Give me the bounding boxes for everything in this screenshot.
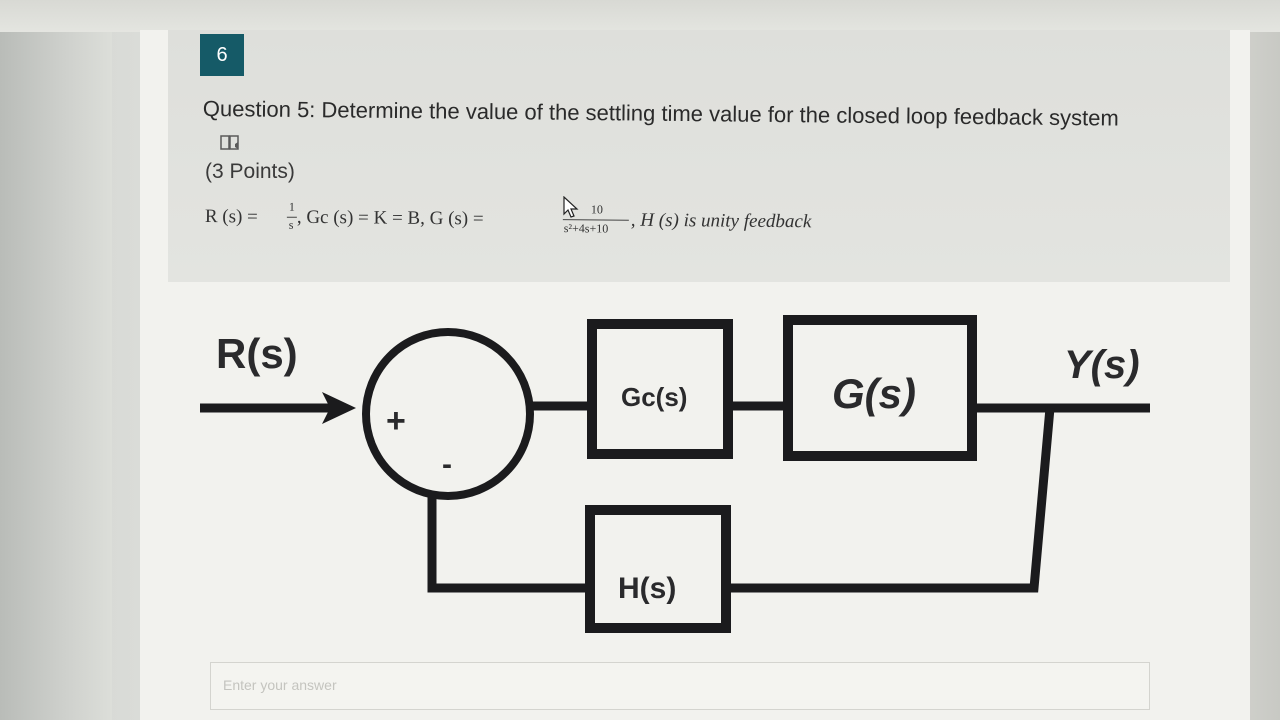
question-panel (168, 30, 1230, 282)
feedback-label: H(s) (618, 572, 676, 605)
left-bezel (0, 0, 112, 720)
gc-and-g-text: , Gc (s) = K = B, G (s) = (296, 206, 484, 230)
r-fraction-numerator: 1 (288, 199, 296, 214)
controller-label: Gc(s) (621, 382, 687, 412)
input-label: R(s) (216, 330, 298, 377)
controller-block (587, 319, 733, 459)
h-unity-feedback-text: , H (s) is unity feedback (630, 209, 812, 233)
answer-input[interactable]: Enter your answer (210, 662, 1150, 710)
plus-sign: + (386, 402, 406, 440)
input-arrowhead (322, 392, 356, 424)
r-of-s-lhs: R (s) = (204, 205, 258, 228)
mouse-pointer-icon (562, 195, 580, 220)
question-number-badge: 6 (200, 34, 244, 76)
output-label: Y(s) (1064, 343, 1140, 387)
top-bar (0, 0, 1280, 32)
feedback-block (585, 505, 731, 633)
question-points: (3 Points) (205, 160, 295, 183)
feedback-path-left (427, 496, 590, 593)
minus-sign: - (442, 448, 452, 481)
r-fraction-denominator: s (288, 217, 294, 232)
g-fraction-denominator: s²+4s+10 (563, 221, 609, 236)
summing-junction (362, 328, 534, 500)
immersive-reader-icon[interactable] (220, 134, 242, 152)
plant-block (783, 315, 977, 461)
g-fraction-numerator: 10 (590, 202, 604, 217)
feedback-path-right (726, 407, 1055, 593)
block-diagram: R(s) Y(s) + - Gc(s) G(s) H(s) (200, 315, 1150, 633)
plant-label: G(s) (832, 370, 916, 417)
